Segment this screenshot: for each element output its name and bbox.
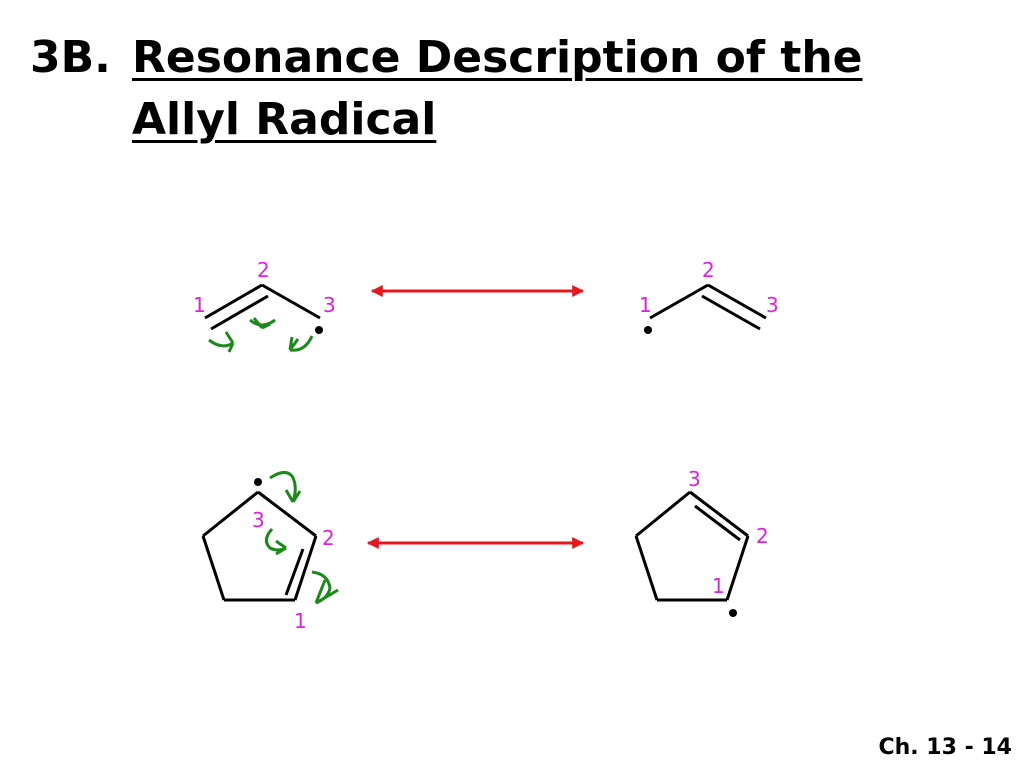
radical-dot — [644, 326, 652, 334]
ring-bond — [725, 535, 750, 601]
ring-bond — [202, 490, 259, 538]
cyclopentenyl-structure-a: 3 2 1 — [201, 471, 339, 633]
carbon-number: 3 — [252, 508, 265, 532]
fishhook-arrow — [208, 338, 234, 348]
ring-bond — [257, 490, 317, 538]
carbon-number: 2 — [702, 258, 715, 282]
carbon-number: 2 — [322, 526, 335, 550]
carbon-number: 2 — [257, 258, 270, 282]
ring-bond — [634, 535, 659, 601]
ring-bond — [689, 490, 749, 538]
fishhook-arrow — [252, 317, 271, 330]
fishhook-arrow — [288, 336, 300, 351]
radical-dot — [315, 326, 323, 334]
allyl-structure-b: 1 2 3 — [639, 258, 779, 334]
fishhook-arrow — [284, 489, 302, 503]
carbon-number: 1 — [193, 293, 206, 317]
slide-footer: Ch. 13 - 14 — [878, 735, 1012, 760]
bond-c1-c2-pi — [210, 294, 269, 331]
fishhook-arrow — [224, 331, 235, 353]
ring-bond-pi — [284, 548, 305, 596]
title-line-2: Allyl Radical — [132, 94, 437, 145]
carbon-number: 3 — [688, 467, 701, 491]
title-line-1: Resonance Description of the — [132, 32, 863, 83]
carbon-number: 1 — [294, 609, 307, 633]
radical-dot — [729, 609, 737, 617]
carbon-number: 3 — [323, 293, 336, 317]
title-number: 3B. — [30, 32, 111, 83]
fishhook-arrow — [275, 539, 287, 556]
carbon-number: 1 — [639, 293, 652, 317]
radical-dot — [254, 478, 262, 486]
fishhook-arrow — [249, 318, 276, 327]
carbon-number: 2 — [756, 524, 769, 548]
bond-c2-c3-pi — [701, 294, 761, 331]
carbon-number: 1 — [712, 574, 725, 598]
allyl-structure-a: 1 2 3 — [193, 258, 336, 353]
bond-c1-c2 — [649, 283, 709, 320]
bond-c2-c3 — [261, 283, 321, 320]
fishhook-arrow — [314, 579, 339, 605]
fishhook-arrow — [289, 335, 314, 352]
ring-bond-pi — [694, 504, 741, 542]
bond-c2-c3 — [707, 283, 767, 320]
cyclopentenyl-structure-b: 3 2 1 — [634, 467, 769, 617]
carbon-number: 3 — [766, 293, 779, 317]
bond-c1-c2 — [204, 283, 263, 320]
ring-bond — [293, 535, 318, 601]
ring-bond — [201, 535, 226, 601]
ring-bond — [635, 490, 691, 538]
fishhook-arrow — [269, 471, 297, 503]
